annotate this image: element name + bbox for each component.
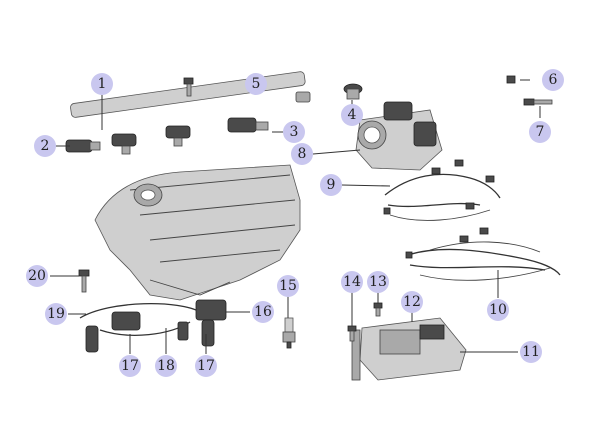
wiring-harness-10-part [405, 227, 561, 281]
callout-label: 1 [98, 76, 107, 92]
callout-11: 11 [520, 341, 542, 363]
leader-lines [50, 79, 541, 354]
callout-2: 2 [34, 135, 56, 157]
callout-14: 14 [341, 271, 363, 293]
callout-label: 15 [279, 278, 297, 294]
ecu-module-part [351, 317, 467, 381]
callout-10: 10 [487, 299, 509, 321]
callout-label: 3 [290, 124, 299, 140]
callout-1: 1 [91, 73, 113, 95]
callout-18: 18 [155, 355, 177, 377]
callout-label: 13 [369, 274, 387, 290]
callout-label: 17 [197, 358, 215, 374]
callout-19: 19 [45, 303, 67, 325]
callout-8: 8 [291, 143, 313, 165]
ecu-bolts-part [347, 302, 383, 342]
callout-6: 6 [542, 69, 564, 91]
callout-label: 2 [41, 138, 50, 154]
callout-label: 4 [348, 107, 357, 123]
map-sensor-part [343, 83, 363, 100]
callout-label: 18 [157, 358, 175, 374]
screw-parts [506, 75, 553, 106]
throttle-body-part [355, 101, 443, 171]
callout-17b: 17 [195, 355, 217, 377]
ignition-coil-assembly-part [79, 299, 227, 353]
callout-label: 6 [549, 72, 558, 88]
callout-16: 16 [252, 301, 274, 323]
callout-label: 17 [121, 358, 139, 374]
callout-label: 5 [252, 76, 261, 92]
manifold-bolt-part [78, 269, 90, 293]
wiring-harness-9-part [383, 159, 501, 221]
spark-plug-part [282, 317, 296, 349]
rail-bolt-part [183, 77, 194, 97]
callout-label: 10 [489, 302, 507, 318]
callout-20: 20 [26, 265, 48, 287]
callout-7: 7 [529, 121, 551, 143]
callout-5: 5 [245, 73, 267, 95]
callout-label: 8 [298, 146, 307, 162]
callout-label: 12 [403, 294, 421, 310]
callout-label: 11 [522, 344, 540, 360]
callout-label: 19 [47, 306, 65, 322]
callout-12: 12 [401, 291, 423, 313]
callout-label: 7 [536, 124, 545, 140]
callout-3: 3 [283, 121, 305, 143]
callout-label: 14 [343, 274, 361, 290]
callout-9: 9 [320, 174, 342, 196]
callout-4: 4 [341, 104, 363, 126]
callout-label: 20 [28, 268, 46, 284]
fuel-injectors-part [65, 117, 269, 155]
intake-manifold-part [94, 164, 301, 301]
callout-label: 16 [254, 304, 272, 320]
callout-15: 15 [277, 275, 299, 297]
callout-label: 9 [327, 177, 336, 193]
callout-13: 13 [367, 271, 389, 293]
callout-17a: 17 [119, 355, 141, 377]
